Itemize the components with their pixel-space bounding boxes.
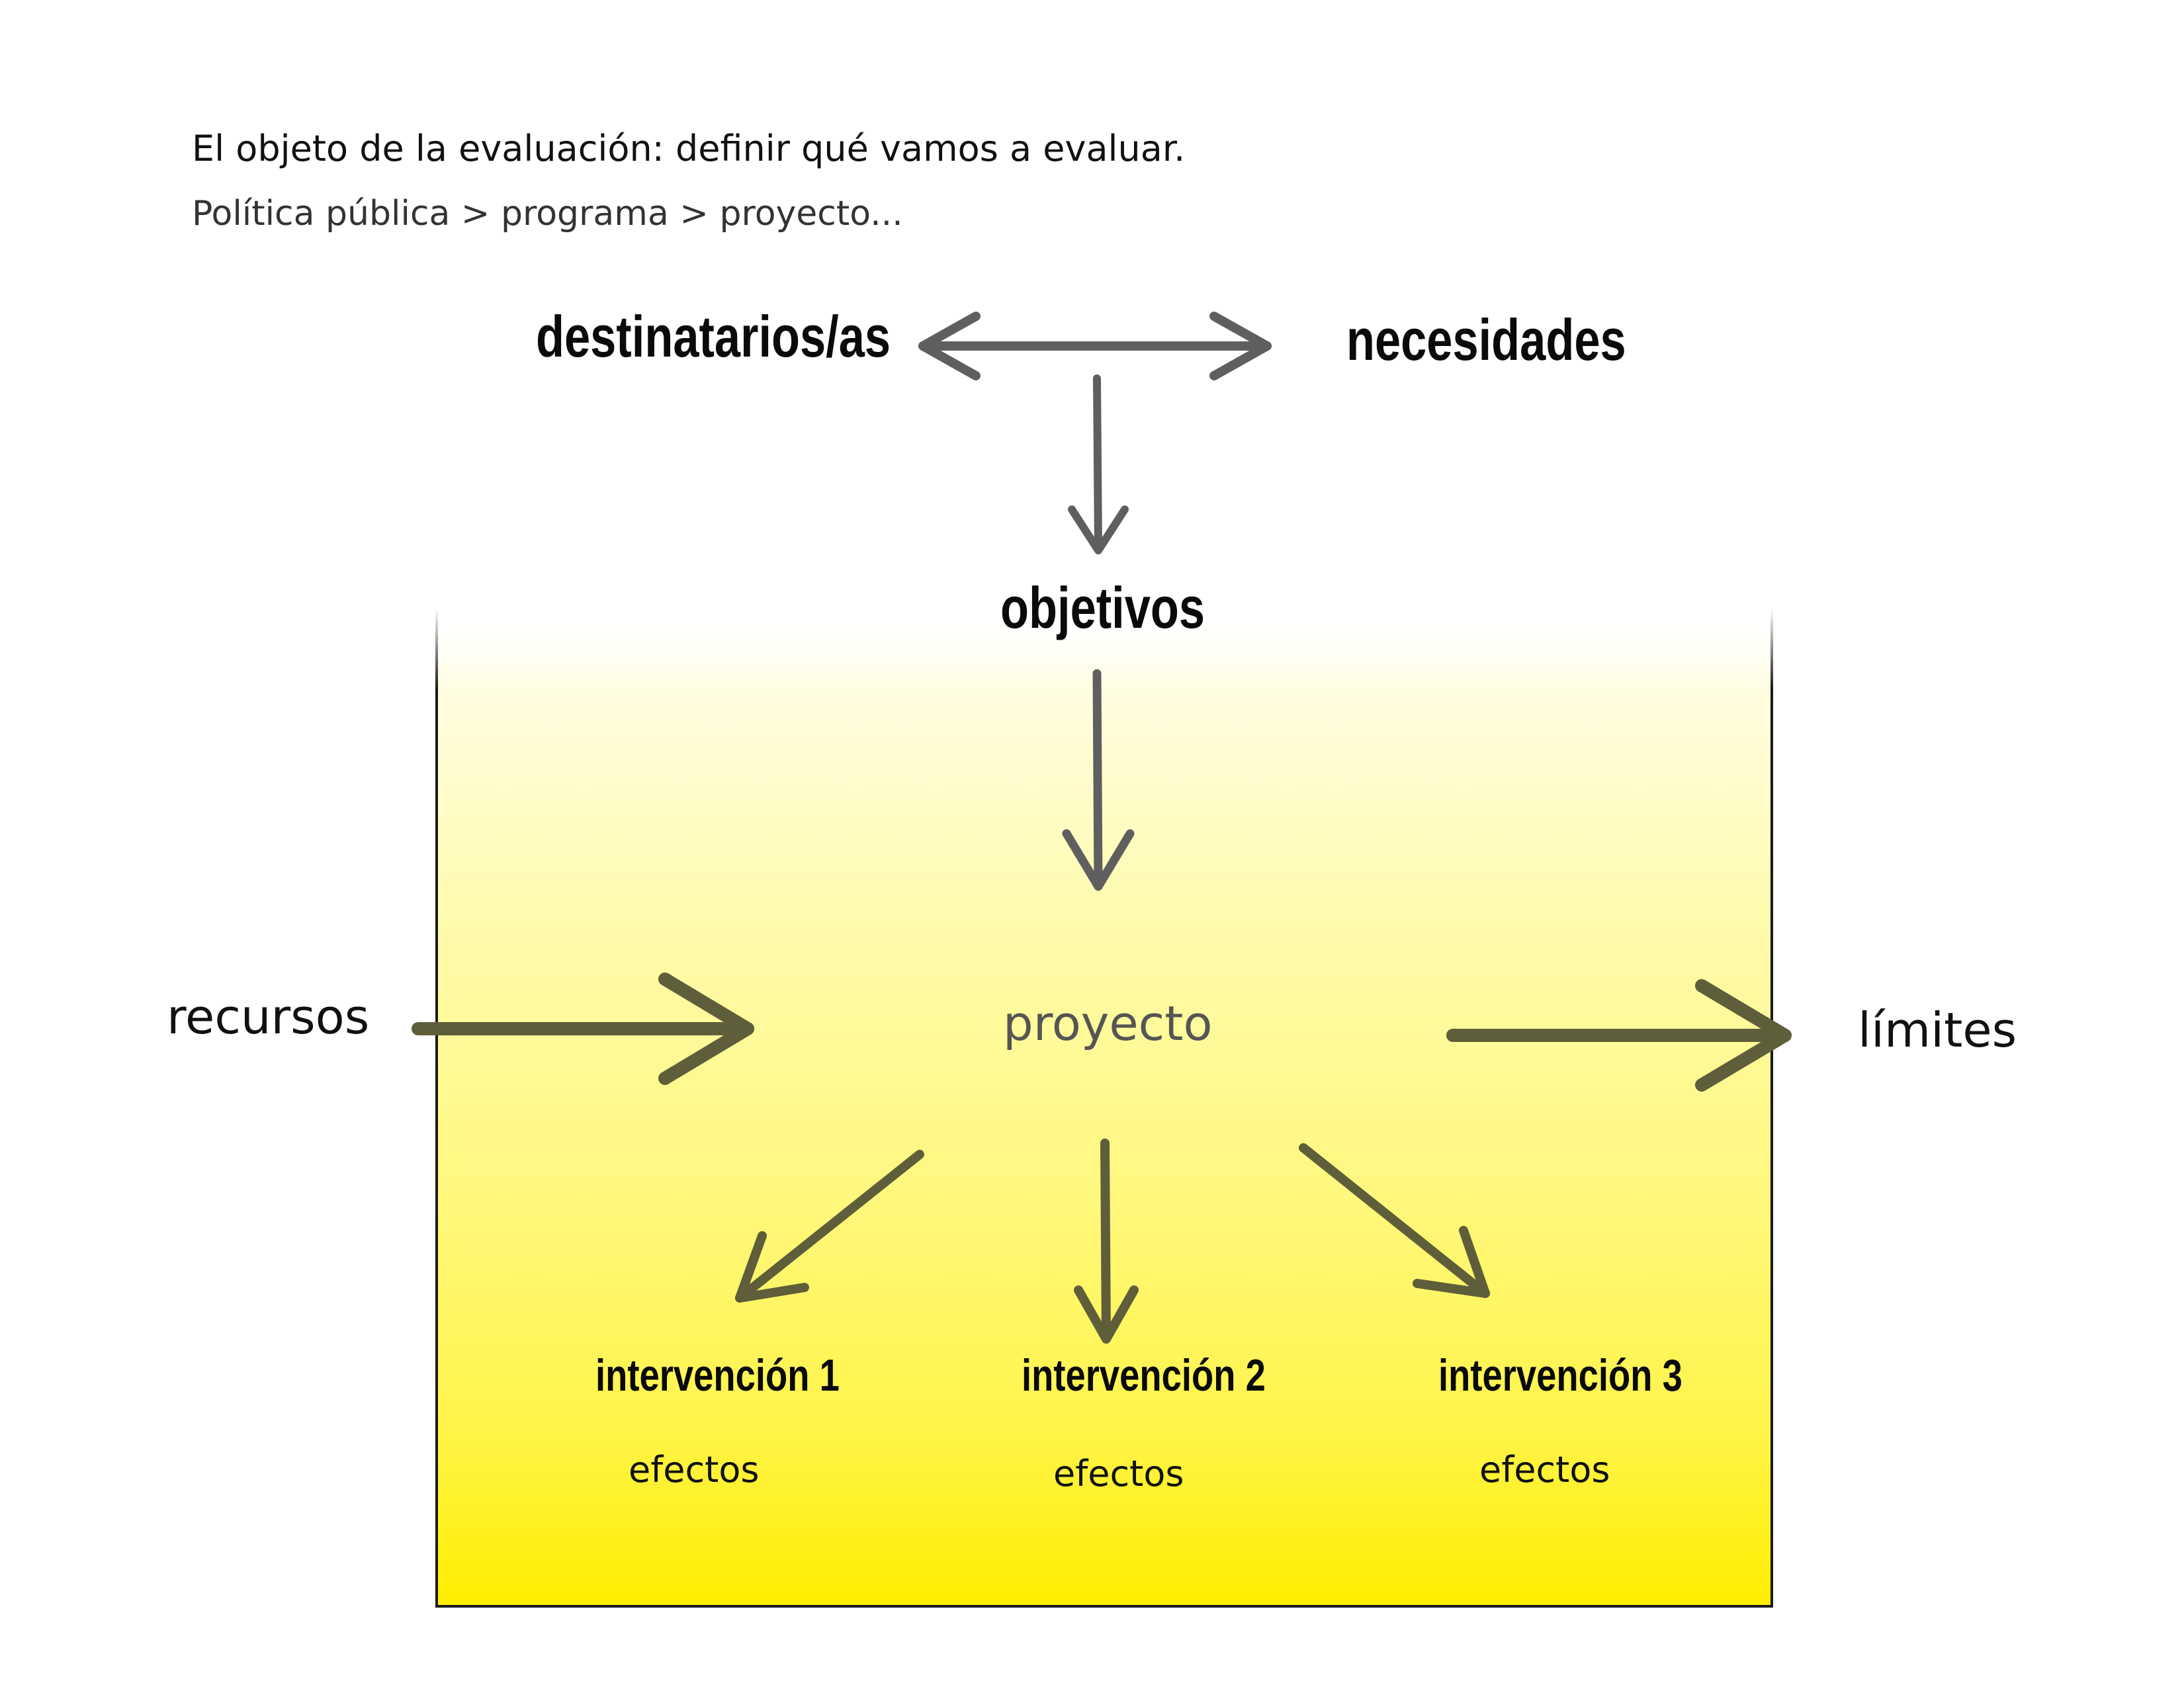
efectos-intervencion-3: efectos bbox=[1479, 1449, 1610, 1491]
double-arrow-destinatarios-necesidades bbox=[918, 312, 1272, 380]
efectos-intervencion-2: efectos bbox=[1053, 1453, 1184, 1494]
arrow-proyecto-to-limites bbox=[1446, 979, 1792, 1092]
arrow-proyecto-to-intervencion-1 bbox=[735, 1150, 924, 1303]
efectos-intervencion-1: efectos bbox=[629, 1449, 760, 1491]
node-destinatarios: destinatarios/as bbox=[536, 304, 891, 369]
node-recursos: recursos bbox=[167, 989, 370, 1045]
project-box bbox=[435, 609, 1773, 1608]
node-intervencion-3: intervención 3 bbox=[1438, 1350, 1682, 1401]
node-objetivos: objetivos bbox=[1000, 575, 1205, 640]
node-limites: límites bbox=[1858, 1002, 2017, 1058]
node-proyecto: proyecto bbox=[1003, 996, 1213, 1051]
arrow-recursos-to-proyecto bbox=[412, 973, 754, 1085]
page-title: El objeto de la evaluación: definir qué … bbox=[192, 128, 1186, 169]
page-subtitle: Política pública > programa > proyecto..… bbox=[192, 194, 903, 234]
node-necesidades: necesidades bbox=[1346, 307, 1626, 372]
arrow-proyecto-to-intervencion-3 bbox=[1299, 1143, 1490, 1298]
node-intervencion-2: intervención 2 bbox=[1022, 1350, 1266, 1401]
node-intervencion-1: intervención 1 bbox=[595, 1350, 840, 1401]
arrow-objetivos-to-proyecto bbox=[1062, 669, 1135, 891]
arrow-proyecto-to-intervencion-2 bbox=[1074, 1139, 1139, 1344]
arrow-down-to-objetivos bbox=[1068, 374, 1129, 554]
